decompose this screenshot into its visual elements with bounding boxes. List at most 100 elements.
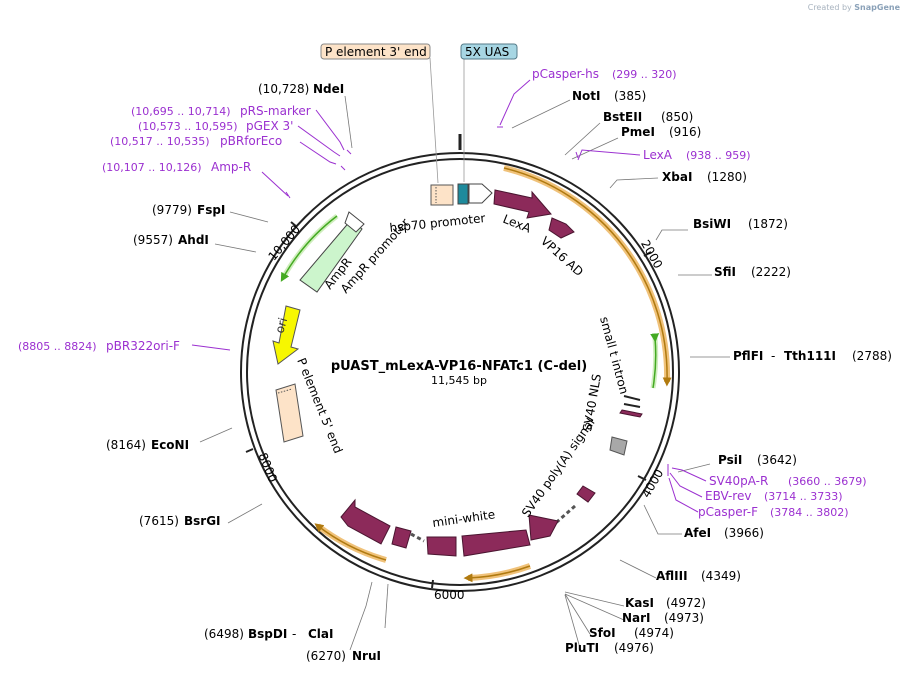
svg-text:pRS-marker: pRS-marker xyxy=(240,104,311,118)
svg-text:(3714 .. 3733): (3714 .. 3733) xyxy=(764,490,843,503)
primer-labels: pCasper-hs (299 .. 320) LexA (938 .. 959… xyxy=(18,67,867,519)
enzyme-nari[interactable]: NarI (4973) xyxy=(622,611,704,625)
tick-label-4000: 4000 xyxy=(639,467,666,500)
svg-text:Tth111I: Tth111I xyxy=(784,349,836,363)
enzyme-sfii[interactable]: SfiI (2222) xyxy=(714,265,791,279)
enzyme-ndei[interactable]: (10,728) NdeI xyxy=(258,82,344,96)
mini-white-feature-a[interactable] xyxy=(528,514,559,541)
svg-text:-: - xyxy=(292,627,296,641)
mini-white-feature-b[interactable] xyxy=(461,529,531,557)
svg-text:PsiI: PsiI xyxy=(718,453,742,467)
ori-feature[interactable] xyxy=(272,305,301,365)
enzyme-pluti[interactable]: PluTI (4976) xyxy=(565,641,654,655)
svg-text:SfoI: SfoI xyxy=(589,626,616,640)
svg-text:(9557): (9557) xyxy=(133,233,173,247)
svg-text:NarI: NarI xyxy=(622,611,651,625)
primer-pcasper-f[interactable]: pCasper-F (3784 .. 3802) xyxy=(698,505,849,519)
p-element-5-end-feature[interactable] xyxy=(275,383,304,443)
svg-text:(8805 .. 8824): (8805 .. 8824) xyxy=(18,340,97,353)
enzyme-afei[interactable]: AfeI (3966) xyxy=(684,526,764,540)
hsp70-promoter-feature[interactable] xyxy=(468,183,493,204)
created-by-credit: Created by SnapGene xyxy=(808,3,900,12)
boxed-feature-labels: P element 3' end 5X UAS xyxy=(320,43,518,184)
backbone-circle xyxy=(240,134,680,592)
5x-uas-feature[interactable] xyxy=(457,183,469,205)
primer-prs-marker[interactable]: (10,695 .. 10,714) pRS-marker xyxy=(131,104,311,118)
svg-text:PflFI: PflFI xyxy=(733,349,763,363)
label-5x-uas: 5X UAS xyxy=(465,45,509,59)
svg-text:(850): (850) xyxy=(661,110,693,124)
svg-text:(3642): (3642) xyxy=(757,453,797,467)
svg-text:(2222): (2222) xyxy=(751,265,791,279)
orf-highlights xyxy=(314,165,672,583)
enzyme-xbai[interactable]: XbaI (1280) xyxy=(662,170,747,184)
enzyme-pmei[interactable]: PmeI (916) xyxy=(621,125,701,139)
enzyme-bsiwi[interactable]: BsiWI (1872) xyxy=(693,217,788,231)
lexa-feature[interactable] xyxy=(493,189,552,219)
p-element-3-end-feature[interactable] xyxy=(430,184,454,206)
svg-text:pCasper-hs: pCasper-hs xyxy=(532,67,599,81)
primer-pbrforeco[interactable]: (10,517 .. 10,535) pBRforEco xyxy=(110,134,282,148)
svg-text:(4973): (4973) xyxy=(664,611,704,625)
enzyme-pflfi-tth111i[interactable]: PflFI - Tth111I (2788) xyxy=(733,349,892,363)
svg-text:(10,517 .. 10,535): (10,517 .. 10,535) xyxy=(110,135,210,148)
svg-text:(4972): (4972) xyxy=(666,596,706,610)
vp16-ad-feature[interactable] xyxy=(548,217,575,239)
enzyme-afliii[interactable]: AflIII (4349) xyxy=(656,569,741,583)
svg-text:PmeI: PmeI xyxy=(621,125,655,139)
label-ori: ori xyxy=(272,316,290,335)
svg-text:LexA: LexA xyxy=(643,148,673,162)
svg-text:(1280): (1280) xyxy=(707,170,747,184)
small-t-intron-feature[interactable] xyxy=(623,395,641,401)
label-sv40-polya-signal: SV40 poly(A) signal xyxy=(519,416,598,520)
mini-white-feature-e[interactable] xyxy=(340,498,391,545)
svg-text:NotI: NotI xyxy=(572,89,601,103)
sv40-polya-feature[interactable] xyxy=(576,485,596,503)
svg-text:SfiI: SfiI xyxy=(714,265,736,279)
primer-ebv-rev[interactable]: EBV-rev (3714 .. 3733) xyxy=(705,489,843,503)
enzyme-ahdi[interactable]: (9557) AhdI xyxy=(133,233,209,247)
svg-text:ClaI: ClaI xyxy=(308,627,333,641)
svg-text:BspDI: BspDI xyxy=(248,627,287,641)
enzyme-kasi[interactable]: KasI (4972) xyxy=(625,596,706,610)
svg-text:(3784 .. 3802): (3784 .. 3802) xyxy=(770,506,849,519)
enzyme-econi[interactable]: (8164) EcoNI xyxy=(106,438,189,452)
primer-pcasper-hs[interactable]: pCasper-hs (299 .. 320) xyxy=(532,67,677,81)
svg-text:AflIII: AflIII xyxy=(656,569,688,583)
svg-text:(8164): (8164) xyxy=(106,438,146,452)
svg-text:(7615): (7615) xyxy=(139,514,179,528)
enzyme-noti[interactable]: NotI (385) xyxy=(572,89,646,103)
enzyme-psii[interactable]: PsiI (3642) xyxy=(718,453,797,467)
primer-pgex-3[interactable]: (10,573 .. 10,595) pGEX 3' xyxy=(138,119,293,133)
svg-text:(938 .. 959): (938 .. 959) xyxy=(686,149,751,162)
primer-pbr322ori-f[interactable]: (8805 .. 8824) pBR322ori-F xyxy=(18,339,180,353)
mini-white-feature-d[interactable] xyxy=(391,526,412,549)
svg-text:(6498): (6498) xyxy=(204,627,244,641)
svg-text:-: - xyxy=(771,349,775,363)
mini-white-feature-c[interactable] xyxy=(426,536,457,557)
primer-sv40pa-r[interactable]: SV40pA-R (3660 .. 3679) xyxy=(709,474,867,488)
enzyme-bsteii[interactable]: BstEII (850) xyxy=(603,110,693,124)
enzyme-fspi[interactable]: (9779) FspI xyxy=(152,203,225,217)
svg-text:BsiWI: BsiWI xyxy=(693,217,731,231)
primer-amp-r[interactable]: (10,107 .. 10,126) Amp-R xyxy=(102,160,251,174)
enzyme-sfoi[interactable]: SfoI (4974) xyxy=(589,626,674,640)
enzyme-bsrgi[interactable]: (7615) BsrGI xyxy=(139,514,221,528)
svg-text:(4976): (4976) xyxy=(614,641,654,655)
label-p-element-3-end: P element 3' end xyxy=(325,45,427,59)
svg-text:(916): (916) xyxy=(669,125,701,139)
primer-lexa[interactable]: LexA (938 .. 959) xyxy=(643,148,751,162)
svg-text:BstEII: BstEII xyxy=(603,110,642,124)
sv40-nls-feature[interactable] xyxy=(619,409,643,418)
gray-feature[interactable] xyxy=(609,436,628,456)
ampr-promoter-feature[interactable] xyxy=(344,211,365,233)
svg-text:(10,728): (10,728) xyxy=(258,82,309,96)
svg-text:SV40pA-R: SV40pA-R xyxy=(709,474,768,488)
enzyme-nrui[interactable]: (6270) NruI xyxy=(306,649,381,663)
enzyme-bspdi-clai[interactable]: (6498) BspDI - ClaI xyxy=(204,627,333,641)
svg-text:EcoNI: EcoNI xyxy=(151,438,189,452)
svg-text:(6270): (6270) xyxy=(306,649,346,663)
svg-text:FspI: FspI xyxy=(197,203,225,217)
label-vp16-ad: VP16 AD xyxy=(538,234,586,279)
